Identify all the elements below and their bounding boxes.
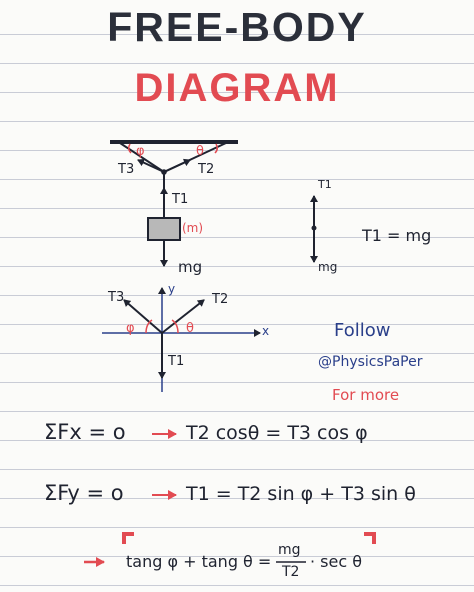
label-t1: T1 [172,192,189,207]
title-free-body: FREE-BODY [107,4,367,50]
label-y-axis: y [168,282,176,296]
string-t3 [119,142,165,173]
axis-force-diagram [102,287,261,392]
label-axis-t2: T2 [212,292,229,307]
label-mass: (m) [182,221,204,235]
right-force-diagram [310,195,318,263]
equation-sum-fx-rhs: T2 cosθ = T3 cos φ [186,422,368,444]
bracket-right [364,532,376,544]
equation-final-numerator: mg [278,542,301,558]
equation-sum-fy-rhs: T1 = T2 sin φ + T3 sin θ [186,483,416,505]
label-right-t1: T1 [318,178,332,191]
equation-sum-fx-lhs: ΣFx = o [44,420,126,444]
equation-final-denominator: T2 [282,564,300,580]
equation-final-tail: · sec θ [310,552,363,571]
label-t3: T3 [118,162,135,177]
label-axis-phi: φ [126,321,135,336]
label-axis-theta: θ [186,321,194,336]
arrow-t3 [137,158,165,173]
arrow-t2 [163,158,191,173]
label-x-axis: x [262,324,270,338]
top-free-body-diagram [110,140,238,267]
label-mg: mg [178,258,203,276]
bracket-left [122,532,134,544]
equation-final-lhs: tang φ + tang θ = [126,552,272,571]
label-right-mg: mg [318,260,338,274]
equation-sum-fy-lhs: ΣFy = o [44,481,124,505]
arrow-axis-t3 [123,299,163,334]
title-diagram: DIAGRAM [134,66,340,110]
label-t2: T2 [198,162,215,177]
for-more-text: For more [332,386,400,404]
label-angle-phi: φ [136,144,145,159]
label-axis-t1: T1 [168,354,185,369]
angle-arc-left [127,143,132,154]
angle-arc-right [214,143,219,154]
axis-arc-theta [171,319,179,334]
right-junction-dot [311,225,317,231]
equation-t1-mg: T1 = mg [362,226,432,245]
mass-block [147,217,181,241]
follow-text: Follow [334,320,391,341]
axis-arc-phi [145,319,153,334]
label-axis-t3: T3 [108,290,125,305]
label-angle-theta: θ [196,144,204,159]
arrow-axis-t2 [161,299,205,334]
handle-text: @PhysicsPaPer [318,354,423,370]
